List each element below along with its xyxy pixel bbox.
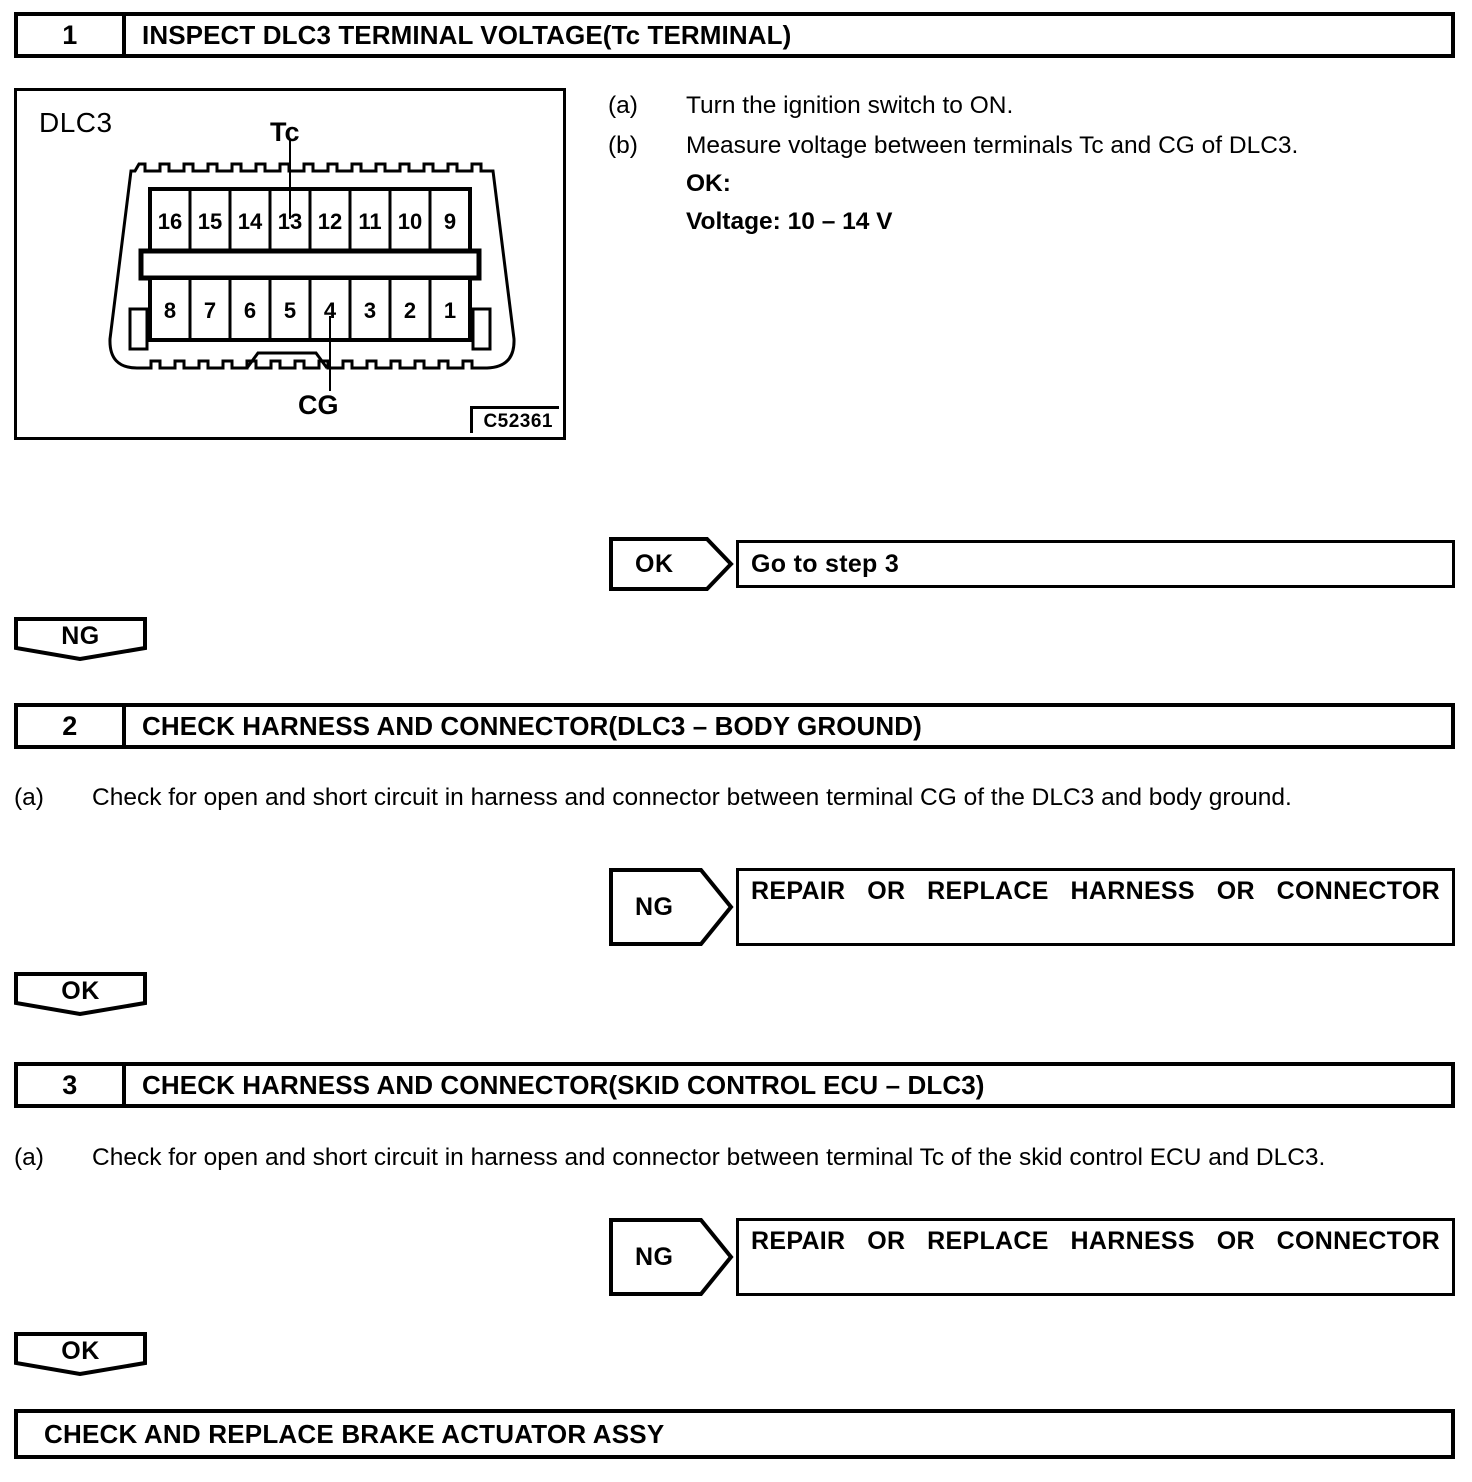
step-3-ok-badge-label: OK	[61, 1337, 100, 1365]
step-1-header: 1 INSPECT DLC3 TERMINAL VOLTAGE(Tc TERMI…	[14, 12, 1455, 58]
instruction-label: (a)	[14, 784, 44, 811]
step-2-ok-badge: OK	[14, 972, 147, 1016]
pin-1: 1	[444, 298, 456, 323]
pin-15: 15	[198, 209, 222, 234]
step-3-number: 3	[18, 1066, 126, 1104]
final-action-box: CHECK AND REPLACE BRAKE ACTUATOR ASSY	[14, 1409, 1455, 1459]
pin-12: 12	[318, 209, 342, 234]
instruction-text: Voltage: 10 – 14 V	[686, 208, 893, 235]
pin-7: 7	[204, 298, 216, 323]
step-1-ok-spec: Voltage: 10 – 14 V	[608, 204, 1468, 240]
instruction-text: Check for open and short circuit in harn…	[92, 1144, 1326, 1171]
arrow-right-pennant-icon	[609, 868, 734, 946]
instruction-label: (b)	[608, 132, 638, 159]
pennant-down-icon	[14, 617, 147, 661]
pin-13: 13	[278, 209, 302, 234]
step-2-ng-badge-label: NG	[635, 892, 674, 921]
instruction-text: OK:	[686, 170, 731, 197]
step-1-number: 1	[18, 16, 126, 54]
instruction-text: Check for open and short circuit in harn…	[92, 784, 1292, 811]
step-1-ok-result-text: Go to step 3	[751, 549, 900, 578]
dlc3-connector-illustration: DLC3 Tc CG 16 15	[14, 88, 566, 440]
final-action-text: CHECK AND REPLACE BRAKE ACTUATOR ASSY	[44, 1418, 665, 1449]
step-2-ng-result-box: REPAIR OR REPLACE HARNESS OR CONNECTOR	[736, 868, 1455, 946]
step-3-ng-result-box: REPAIR OR REPLACE HARNESS OR CONNECTOR	[736, 1218, 1455, 1296]
step-2-number: 2	[18, 707, 126, 745]
pennant-down-icon	[14, 1332, 147, 1376]
step-3-title: CHECK HARNESS AND CONNECTOR(SKID CONTROL…	[142, 1069, 985, 1100]
pin-3: 3	[364, 298, 376, 323]
arrow-right-pennant-icon	[609, 537, 734, 591]
pin-4: 4	[324, 298, 337, 323]
step-2-ng-arrow-badge: NG	[609, 868, 734, 946]
pin-10: 10	[398, 209, 422, 234]
pennant-down-icon	[14, 972, 147, 1016]
step-1-ok-arrow-badge: OK	[609, 537, 734, 591]
illustration-reference-code: C52361	[470, 406, 559, 433]
pin-5: 5	[284, 298, 296, 323]
connector-drawing: 16 15 14 13 12 11 10 9 8 7 6 5 4 3 2 1	[108, 139, 516, 391]
cg-callout-label: CG	[298, 390, 339, 420]
instruction-text: Measure voltage between terminals Tc and…	[686, 132, 1299, 159]
instruction-label	[608, 204, 686, 240]
step-3-ok-badge: OK	[14, 1332, 147, 1376]
step-2-ng-result-text: REPAIR OR REPLACE HARNESS OR CONNECTOR	[751, 877, 1440, 905]
step-1-ng-badge-label: NG	[61, 622, 100, 650]
step-3-ng-result-text: REPAIR OR REPLACE HARNESS OR CONNECTOR	[751, 1227, 1440, 1255]
pin-8: 8	[164, 298, 176, 323]
instruction-label: (a)	[608, 92, 638, 119]
step-1-ok-heading: OK:	[608, 166, 1468, 202]
step-3-ng-badge-label: NG	[635, 1242, 674, 1271]
step-1-ok-badge-label: OK	[635, 549, 674, 578]
pin-16: 16	[158, 209, 182, 234]
step-2-title: CHECK HARNESS AND CONNECTOR(DLC3 – BODY …	[142, 710, 922, 741]
step-1-instruction-b: (b) Measure voltage between terminals Tc…	[608, 128, 1468, 164]
instruction-label	[608, 166, 686, 202]
step-1-title: INSPECT DLC3 TERMINAL VOLTAGE(Tc TERMINA…	[142, 19, 792, 50]
pin-11: 11	[358, 209, 381, 234]
step-1-instruction-a: (a) Turn the ignition switch to ON.	[608, 88, 1468, 124]
pin-14: 14	[238, 209, 263, 234]
step-2-instruction-a: (a) Check for open and short circuit in …	[14, 780, 1455, 816]
step-3-header: 3 CHECK HARNESS AND CONNECTOR(SKID CONTR…	[14, 1062, 1455, 1108]
step-1-ng-badge: NG	[14, 617, 147, 661]
pin-6: 6	[244, 298, 256, 323]
tc-callout-label: Tc	[270, 117, 300, 147]
step-2-ok-badge-label: OK	[61, 977, 100, 1005]
dlc3-label: DLC3	[39, 107, 113, 138]
step-1-ok-result-box: Go to step 3	[736, 540, 1455, 588]
step-3-instruction-a: (a) Check for open and short circuit in …	[14, 1140, 1455, 1176]
pin-9: 9	[444, 209, 456, 234]
instruction-label: (a)	[14, 1144, 44, 1171]
instruction-text: Turn the ignition switch to ON.	[686, 92, 1014, 119]
pin-2: 2	[404, 298, 416, 323]
step-2-header: 2 CHECK HARNESS AND CONNECTOR(DLC3 – BOD…	[14, 703, 1455, 749]
step-3-ng-arrow-badge: NG	[609, 1218, 734, 1296]
arrow-right-pennant-icon	[609, 1218, 734, 1296]
